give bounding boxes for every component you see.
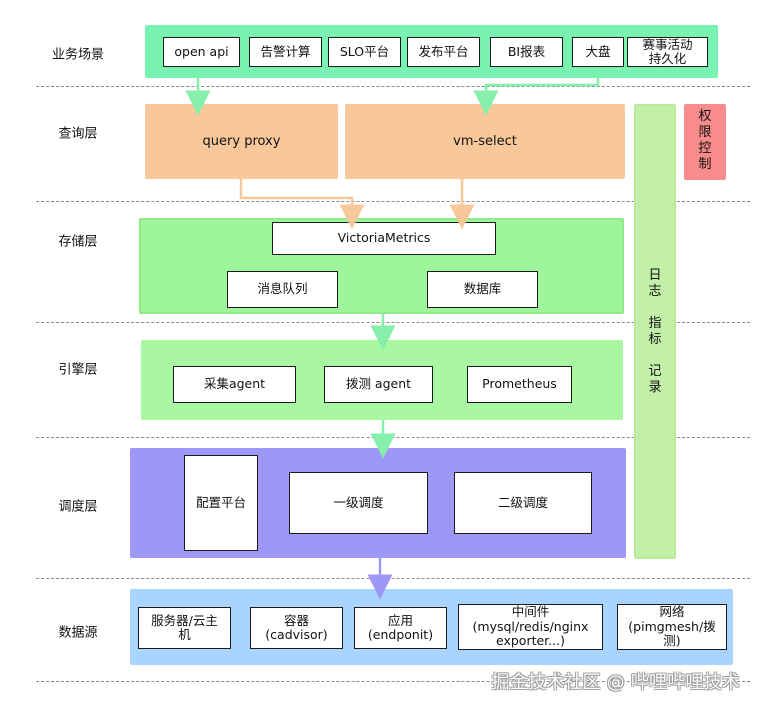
query-proxy-panel <box>145 104 338 179</box>
level2-scheduler-box: 二级调度 <box>454 472 592 534</box>
log-metrics-text: 日 志 指 标 记 录 <box>648 268 662 395</box>
datasource-network-box: 网络 (pimgmesh/拨 测) <box>617 604 727 650</box>
vm-select-panel <box>345 104 625 179</box>
config-platform-box: 配置平台 <box>184 455 258 551</box>
datasource-server-box: 服务器/云主 机 <box>138 607 231 649</box>
level1-scheduler-box: 一级调度 <box>289 472 428 534</box>
prometheus-box: Prometheus <box>467 366 572 403</box>
victoriametrics-box: VictoriaMetrics <box>272 222 496 255</box>
separator-3 <box>36 322 750 323</box>
access-control-panel <box>684 104 726 180</box>
separator-5 <box>36 578 750 579</box>
layer-label-datasource: 数据源 <box>58 625 98 641</box>
layer-label-query: 查询层 <box>58 126 98 142</box>
probe-agent-box: 拨测 agent <box>324 366 433 403</box>
separator-6 <box>36 681 750 682</box>
business-item-event-persistence: 赛事活动 持久化 <box>627 37 708 67</box>
business-item-dashboard: 大盘 <box>572 37 624 67</box>
business-item-slo-platform: SLO平台 <box>328 37 401 67</box>
collect-agent-box: 采集agent <box>173 366 296 403</box>
layer-label-scheduler: 调度层 <box>58 499 98 515</box>
log-metrics-sidebar <box>634 104 676 559</box>
separator-1 <box>36 86 750 87</box>
layer-label-engine: 引擎层 <box>58 362 98 378</box>
layer-label-business: 业务场景 <box>51 47 104 63</box>
query-proxy-label: query proxy <box>202 134 281 149</box>
arrow-business-to-vm-select <box>473 78 600 116</box>
business-item-open-api: open api <box>163 37 240 67</box>
database-box: 数据库 <box>427 271 538 308</box>
vm-select-label: vm-select <box>453 134 517 149</box>
business-item-bi-report: BI报表 <box>490 37 563 67</box>
business-item-alert-calc: 告警计算 <box>249 37 322 67</box>
business-item-release-platform: 发布平台 <box>407 37 480 67</box>
arrow-query-proxy-to-victoriametrics <box>239 179 365 230</box>
watermark: 掘金技术社区 @ 哔哩哔哩技术 <box>491 672 740 693</box>
datasource-middleware-box: 中间件 (mysql/redis/nginx exporter...) <box>458 604 603 650</box>
datasource-application-box: 应用 (endponit) <box>354 607 447 649</box>
separator-2 <box>36 201 750 202</box>
datasource-container-box: 容器 (cadvisor) <box>250 607 343 649</box>
message-queue-box: 消息队列 <box>227 271 338 308</box>
access-control-text: 权 限 控 制 <box>698 109 712 172</box>
layer-label-storage: 存储层 <box>58 234 98 250</box>
